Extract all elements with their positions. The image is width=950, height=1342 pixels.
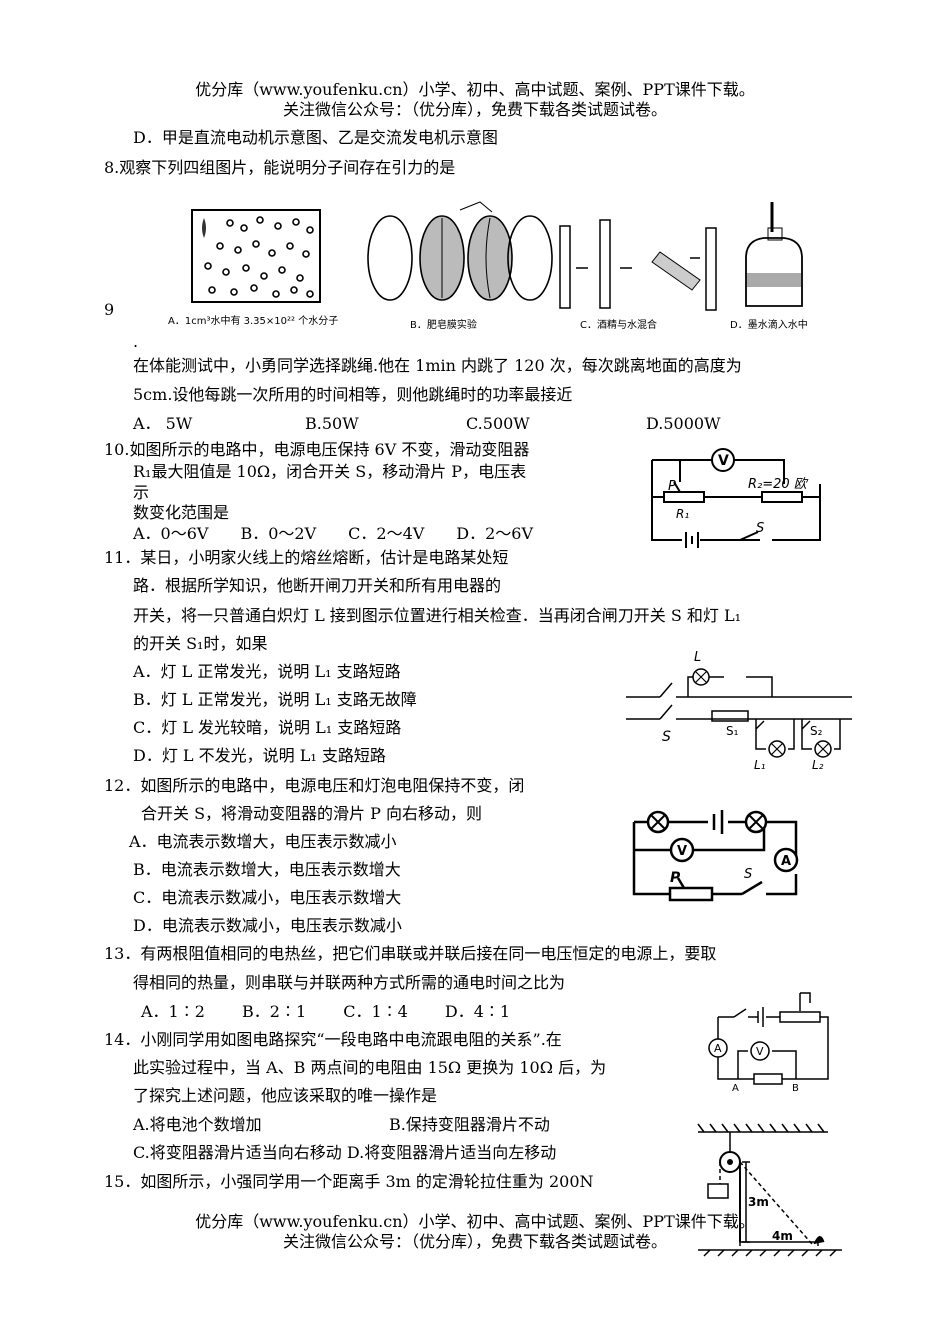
- q11-option-b: B．灯 L 正常发光，说明 L₁ 支路无故障: [133, 690, 417, 709]
- q11-line-4: 的开关 S₁时，如果: [133, 634, 268, 653]
- q11-fig-l1: L₁: [754, 758, 766, 772]
- q11-line-1: 11．某日，小明家火线上的熔丝熔断，估计是电路某处短: [104, 548, 509, 567]
- header-line-1: 优分库（www.youfenku.cn）小学、初中、高中试题、案例、PPT课件下…: [195, 80, 755, 99]
- q10-fig-v: V: [718, 453, 729, 469]
- q9-stem-line-1: 在体能测试中，小勇同学选择跳绳.他在 1min 内跳了 120 次，每次跳离地面…: [133, 356, 742, 375]
- q14-options-cd: C.将变阻器滑片适当向右移动 D.将变阻器滑片适当向左移动: [133, 1143, 557, 1162]
- footer-line-1: 优分库（www.youfenku.cn）小学、初中、高中试题、案例、PPT课件下…: [195, 1212, 755, 1231]
- q13-options: A．1∶2 B．2∶1 C．1∶4 D．4∶1: [141, 1002, 511, 1021]
- q11-line-3: 开关，将一只普通白炽灯 L 接到图示位置进行相关检查．当再闭合闸刀开关 S 和灯…: [133, 606, 742, 625]
- lamp-left-icon: [646, 810, 670, 834]
- q11-fig-s2: S₂: [810, 724, 823, 738]
- q8-figure-c-alcohol-water: C．酒精与水混合: [559, 219, 717, 331]
- q8-figure-d-ink-water: D．墨水滴入水中: [730, 202, 808, 331]
- q10-fig-p: P: [668, 479, 676, 494]
- footer-line-2: 关注微信公众号：（优分库），免费下载各类试题试卷。: [282, 1232, 667, 1251]
- q15-fig-h: 3m: [748, 1195, 769, 1209]
- q11-fig-s1: S₁: [726, 724, 739, 738]
- q12-circuit-diagram: V A P S: [632, 810, 799, 902]
- q12-line-1: 12．如图所示的电路中，电源电压和灯泡电阻保持不变，闭: [104, 776, 525, 795]
- q14-fig-v: V: [756, 1045, 764, 1058]
- lamp-l2-icon: [814, 740, 832, 758]
- q12-option-a: A．电流表示数增大，电压表示数减小: [129, 832, 397, 851]
- q10-line-4: 数变化范围是: [133, 503, 230, 522]
- q9-number: 9: [104, 300, 115, 319]
- q11-household-circuit: L S S₁ S₂ L₁ L₂: [626, 650, 852, 772]
- q8-label-c: C．酒精与水混合: [580, 318, 657, 331]
- q10-fig-r1: R₁: [676, 507, 689, 521]
- q12-fig-v: V: [677, 844, 687, 859]
- q14-circuit-diagram: A V A B: [708, 992, 829, 1094]
- header-line-2: 关注微信公众号：（优分库），免费下载各类试题试卷。: [282, 100, 667, 119]
- q7-option-d: D．甲是直流电动机示意图、乙是交流发电机示意图: [133, 128, 498, 147]
- voltmeter-icon: [750, 1041, 770, 1061]
- q10-circuit-diagram: V P R₁ R₂=20 欧 S: [651, 448, 821, 548]
- q9-option-c: C.500W: [466, 414, 530, 433]
- q12-fig-p: P: [670, 870, 681, 886]
- q15-line-1: 15．如图所示，小强同学用一个距离手 3m 的定滑轮拉住重为 200N: [104, 1172, 594, 1191]
- lamp-l-icon: [692, 668, 710, 686]
- q8-label-a: A．1cm³水中有 3.35×10²² 个水分子: [168, 314, 338, 327]
- q14-fig-pa: A: [732, 1083, 739, 1094]
- q12-line-2: 合开关 S，将滑动变阻器的滑片 P 向右移动，则: [141, 804, 482, 823]
- q13-line-1: 13．有两根阻值相同的电热丝，把它们串联或并联后接在同一电压恒定的电源上，要取: [104, 944, 717, 963]
- q10-options: A．0～6V B．0～2V C．2～4V D．2～6V: [133, 524, 534, 543]
- q9-option-a: A． 5W: [133, 414, 193, 433]
- q11-option-a: A．灯 L 正常发光，说明 L₁ 支路短路: [133, 662, 401, 681]
- q11-fig-s: S: [662, 729, 671, 745]
- ammeter-icon: [773, 847, 799, 873]
- q8-label-d: D．墨水滴入水中: [730, 318, 808, 331]
- lamp-l1-icon: [768, 740, 786, 758]
- q9-stem-line-2: 5cm.设他每跳一次所用的时间相等，则他跳绳时的功率最接近: [133, 385, 573, 404]
- q10-line-1: 10.如图所示的电路中，电源电压保持 6V 不变，滑动变阻器: [104, 440, 530, 459]
- q10-fig-s: S: [756, 521, 764, 536]
- q13-line-2: 得相同的热量，则串联与并联两种方式所需的通电时间之比为: [133, 973, 566, 992]
- q12-option-d: D．电流表示数减小，电压表示数减小: [133, 916, 402, 935]
- q12-fig-s: S: [744, 867, 752, 882]
- q14-line-2: 此实验过程中，当 A、B 两点间的电阻由 15Ω 更换为 10Ω 后，为: [133, 1058, 607, 1077]
- q9-option-d: D.5000W: [646, 414, 721, 433]
- q14-line-1: 14．小刚同学用如图电路探究“一段电路中电流跟电阻的关系”.在: [104, 1030, 562, 1049]
- q9-option-b: B.50W: [305, 414, 359, 433]
- q11-option-d: D．灯 L 不发光，说明 L₁ 支路短路: [133, 746, 386, 765]
- q11-fig-l2: L₂: [812, 758, 824, 772]
- q14-option-a: A.将电池个数增加: [133, 1115, 262, 1134]
- q15-pulley-diagram: 3m 4m: [697, 1123, 842, 1257]
- q10-line-3: 示: [133, 483, 150, 502]
- q8-figure-group: A．1cm³水中有 3.35×10²² 个水分子 B．肥皂膜实验 C．酒精与水混…: [168, 201, 808, 331]
- q11-option-c: C．灯 L 发光较暗，说明 L₁ 支路短路: [133, 718, 402, 737]
- q11-line-2: 路．根据所学知识，他断开闸刀开关和所有用电器的: [133, 576, 502, 595]
- q11-fig-l: L: [694, 650, 701, 665]
- q12-fig-a: A: [781, 854, 791, 869]
- voltmeter-icon: [669, 837, 695, 863]
- q8-figure-b-soap-film: B．肥皂膜实验: [367, 201, 553, 331]
- q14-line-3: 了探究上述问题，他应该采取的唯一操作是: [133, 1086, 438, 1105]
- q8-stem: 8.观察下列四组图片，能说明分子间存在引力的是: [104, 158, 456, 177]
- q10-line-2: R₁最大阻值是 10Ω，闭合开关 S，移动滑片 P，电压表: [133, 462, 527, 481]
- q10-fig-r2: R₂=20 欧: [748, 477, 809, 492]
- q12-option-c: C．电流表示数减小，电压表示数增大: [133, 888, 402, 907]
- lamp-right-icon: [744, 810, 768, 834]
- person-icon: [813, 1236, 825, 1245]
- voltmeter-icon: [711, 448, 735, 472]
- q8-label-b: B．肥皂膜实验: [410, 318, 477, 331]
- q14-fig-a: A: [714, 1042, 722, 1055]
- q14-option-b: B.保持变阻器滑片不动: [389, 1115, 550, 1134]
- q15-fig-w: 4m: [772, 1229, 793, 1243]
- ammeter-icon: [708, 1038, 728, 1058]
- q12-option-b: B．电流表示数增大，电压表示数增大: [133, 860, 401, 879]
- q8-figure-a-molecules: A．1cm³水中有 3.35×10²² 个水分子: [168, 209, 338, 327]
- q14-fig-pb: B: [792, 1083, 799, 1094]
- q9-dot: .: [133, 332, 139, 351]
